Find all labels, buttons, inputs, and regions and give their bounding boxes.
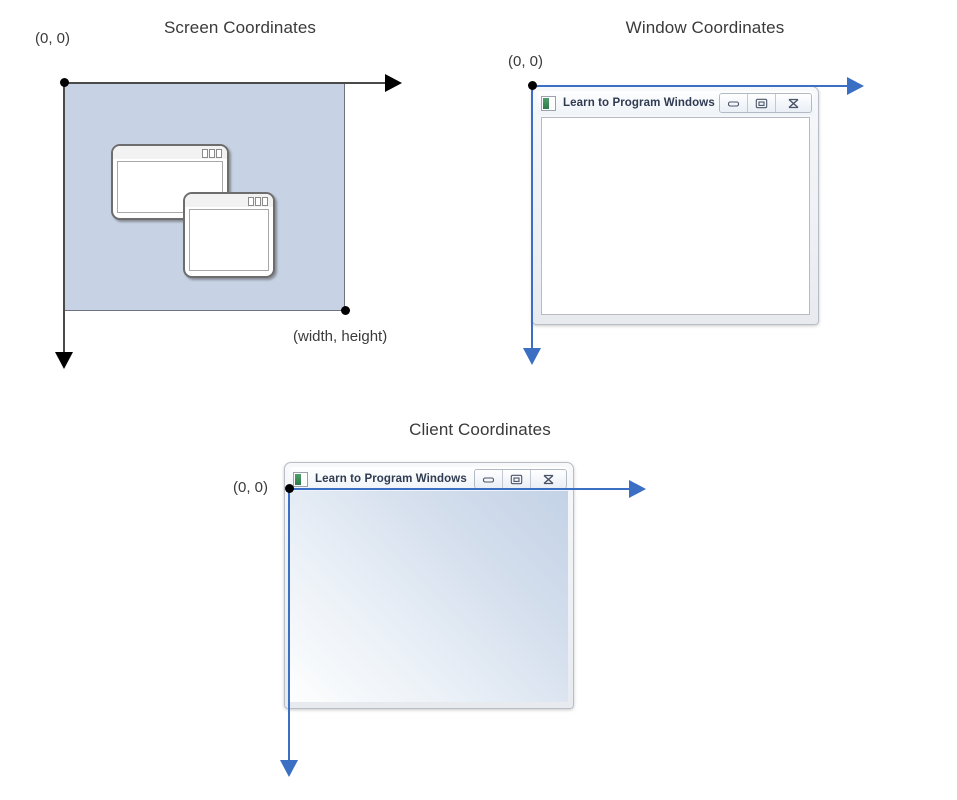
mini-window-client-area <box>189 209 269 271</box>
panel-client-title: Client Coordinates <box>409 420 551 439</box>
caption-button-group <box>719 93 812 113</box>
window-coordinates-window[interactable]: Learn to Program Windows <box>532 86 819 325</box>
window-origin-dot <box>528 81 537 90</box>
restore-button[interactable] <box>503 470 531 488</box>
window-x-axis-arrow <box>847 77 864 95</box>
close-icon <box>787 98 800 109</box>
window-y-axis <box>531 86 533 351</box>
screen-extent-dot <box>341 306 350 315</box>
window-title-text: Learn to Program Windows <box>315 473 467 485</box>
client-coordinates-window[interactable]: Learn to Program Windows <box>284 462 574 709</box>
mini-window-caption-buttons <box>248 197 268 206</box>
window-titlebar[interactable]: Learn to Program Windows <box>537 91 814 115</box>
minimize-icon <box>727 99 740 108</box>
screen-origin-label: (0, 0) <box>35 30 71 47</box>
panel-screen-title: Screen Coordinates <box>163 18 317 37</box>
minimize-button[interactable] <box>475 470 503 488</box>
mini-restore-icon <box>255 197 261 206</box>
mini-close-icon <box>216 149 222 158</box>
screen-origin-dot <box>60 78 69 87</box>
mini-close-icon <box>262 197 268 206</box>
screen-mini-window-foreground <box>183 192 275 278</box>
mini-restore-icon <box>209 149 215 158</box>
screen-x-axis <box>64 82 385 84</box>
window-titlebar[interactable]: Learn to Program Windows <box>289 467 569 491</box>
restore-icon <box>755 98 768 109</box>
restore-button[interactable] <box>748 94 776 112</box>
app-icon <box>541 95 556 111</box>
client-x-axis-arrow <box>629 480 646 498</box>
app-icon <box>293 471 308 487</box>
mini-minimize-icon <box>248 197 254 206</box>
window-origin-label: (0, 0) <box>508 53 544 70</box>
client-origin-label: (0, 0) <box>233 479 269 496</box>
minimize-button[interactable] <box>720 94 748 112</box>
screen-extent-label: (width, height) <box>293 328 388 345</box>
window-y-axis-arrow <box>523 348 541 365</box>
close-button[interactable] <box>776 94 811 112</box>
minimize-icon <box>482 475 495 484</box>
client-area-gradient <box>290 491 568 702</box>
window-x-axis <box>532 85 847 87</box>
panel-client-coordinates: Client Coordinates (0, 0) Learn to Progr… <box>220 400 780 800</box>
screen-y-axis <box>63 83 65 355</box>
client-y-axis <box>288 488 290 763</box>
mini-minimize-icon <box>202 149 208 158</box>
window-title-text: Learn to Program Windows <box>563 97 715 109</box>
window-client-area <box>541 117 810 315</box>
close-icon <box>542 474 555 485</box>
mini-window-caption-buttons <box>202 149 222 158</box>
client-y-axis-arrow <box>280 760 298 777</box>
restore-icon <box>510 474 523 485</box>
client-x-axis <box>289 488 629 490</box>
close-button[interactable] <box>531 470 566 488</box>
panel-screen-coordinates: Screen Coordinates (0, 0) (width, height… <box>0 0 480 400</box>
caption-button-group <box>474 469 567 489</box>
client-origin-dot <box>285 484 294 493</box>
screen-y-axis-arrow <box>55 352 73 369</box>
panel-window-coordinates: Window Coordinates (0, 0) Learn to Progr… <box>490 0 957 400</box>
panel-window-title: Window Coordinates <box>625 18 785 37</box>
screen-x-axis-arrow <box>385 74 402 92</box>
mini-window-titlebar <box>113 146 227 159</box>
